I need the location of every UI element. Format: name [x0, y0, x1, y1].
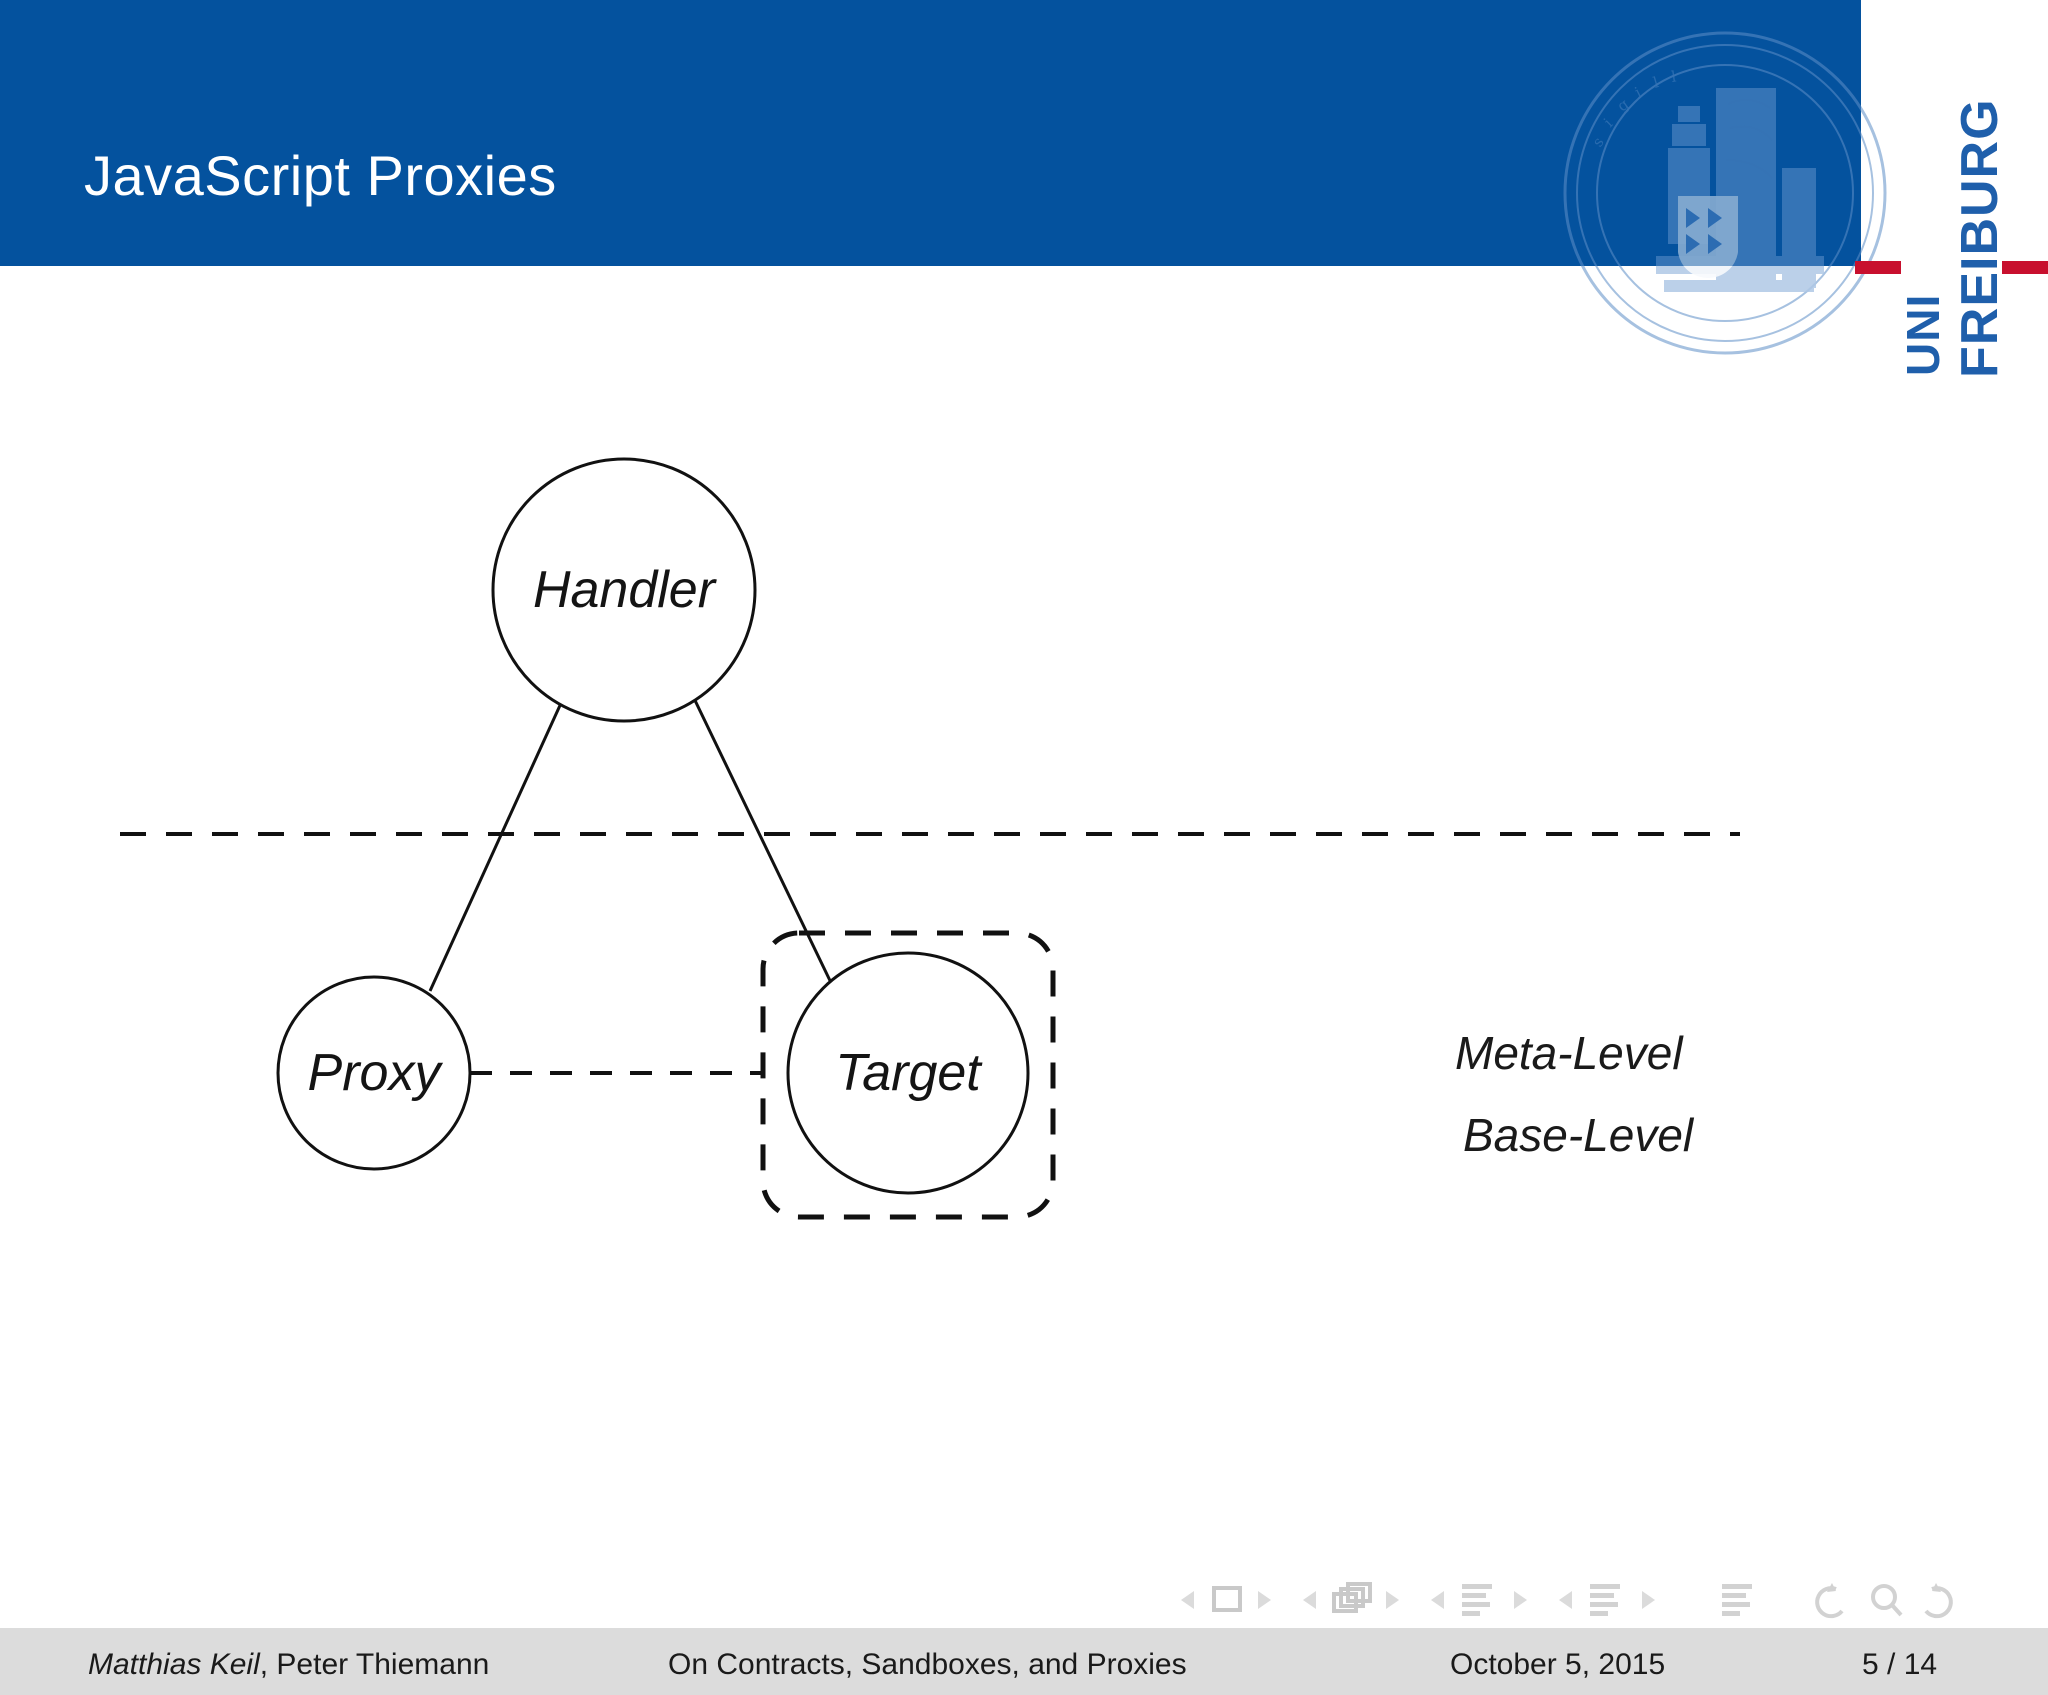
logo-blue-panel — [1750, 0, 1861, 266]
next-frame-icon — [1386, 1591, 1399, 1609]
logo-red-rule-right — [2002, 261, 2048, 274]
node-target-label: Target — [835, 1044, 983, 1102]
footer-author-primary: Matthias Keil — [88, 1648, 260, 1681]
university-logo: s i g i l l UNI FREIBURG — [1563, 0, 2048, 400]
node-handler-shape — [491, 457, 757, 723]
edge-handler-target — [688, 689, 837, 992]
beamer-navigation-bar[interactable] — [0, 1575, 2048, 1625]
footer-author-secondary: , Peter Thiemann — [259, 1648, 490, 1681]
node-proxy: Proxy — [276, 975, 472, 1171]
node-handler: Handler — [491, 457, 757, 723]
node-proxy-shape — [276, 975, 472, 1171]
stacked-frames-icon — [1332, 1582, 1372, 1613]
next-section-icon — [1642, 1591, 1655, 1609]
page-title: JavaScript Proxies — [84, 144, 557, 207]
svg-text:i: i — [1600, 115, 1616, 131]
prev-section-icon — [1559, 1591, 1572, 1609]
slide-content: Handler Proxy Target Meta-Level Base-Lev… — [0, 266, 2048, 1621]
node-handler-label: Handler — [533, 561, 718, 619]
university-seal-icon: s i g i l l — [1560, 28, 1890, 358]
next-slide-icon — [1258, 1591, 1271, 1609]
logo-red-rule-left — [1855, 261, 1901, 274]
base-level-label: Base-Level — [1463, 1109, 1694, 1161]
node-target: Target — [786, 951, 1030, 1195]
prev-subsection-icon — [1431, 1591, 1444, 1609]
subsection-lines-icon — [1462, 1584, 1492, 1616]
footer-authors: Matthias Keil, Peter Thiemann — [88, 1648, 489, 1682]
node-target-shape — [786, 951, 1030, 1195]
prev-slide-icon — [1181, 1591, 1194, 1609]
section-lines-icon — [1590, 1584, 1620, 1616]
svg-text:l: l — [1670, 67, 1677, 86]
proxy-architecture-diagram: Handler Proxy Target — [120, 457, 1740, 1220]
square-icon — [1212, 1586, 1242, 1612]
node-proxy-label: Proxy — [308, 1044, 444, 1102]
next-subsection-icon — [1514, 1591, 1527, 1609]
edge-handler-proxy — [428, 689, 569, 992]
slide-footer-bar: Matthias Keil, Peter Thiemann On Contrac… — [0, 1628, 2048, 1695]
svg-text:i: i — [1632, 83, 1644, 101]
footer-date: October 5, 2015 — [1450, 1648, 1666, 1681]
footer-page-number: 5 / 14 — [1862, 1648, 1938, 1681]
prev-frame-icon — [1303, 1591, 1316, 1609]
slide-header-bar — [0, 0, 1861, 266]
svg-text:s: s — [1589, 134, 1608, 151]
back-search-forward-icon — [1815, 1583, 1953, 1619]
svg-text:l: l — [1651, 73, 1661, 92]
svg-text:g: g — [1614, 95, 1633, 115]
footer-talk-title: On Contracts, Sandboxes, and Proxies — [668, 1648, 1187, 1681]
document-lines-icon — [1722, 1584, 1752, 1616]
meta-level-label: Meta-Level — [1455, 1027, 1683, 1079]
